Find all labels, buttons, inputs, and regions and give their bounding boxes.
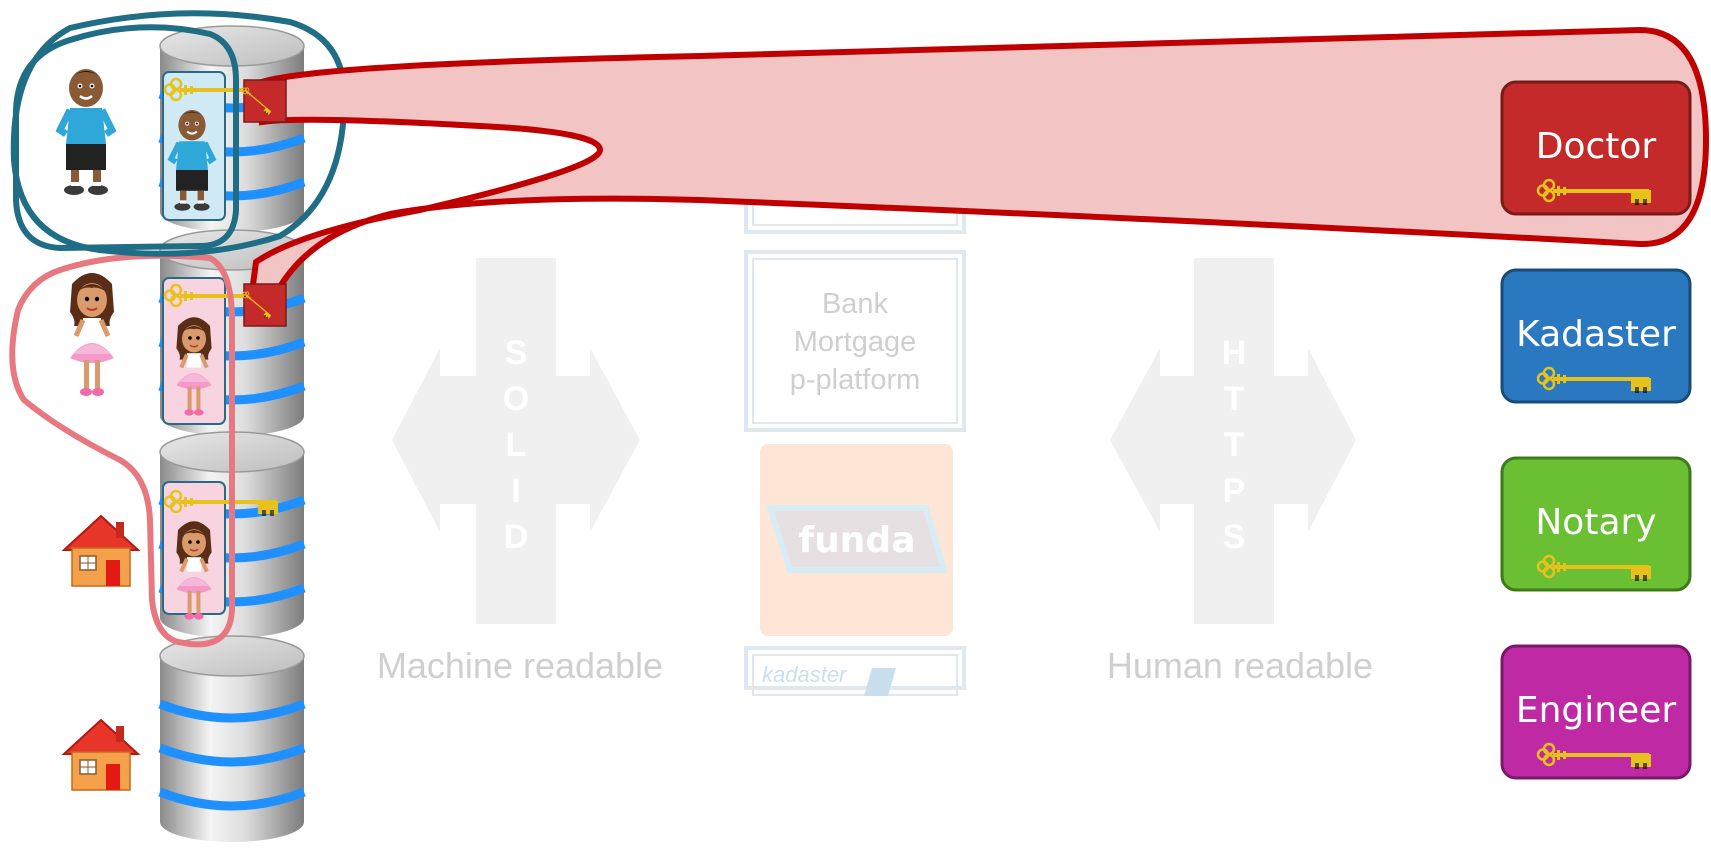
bank-line: Bank (822, 288, 889, 320)
arrow-letter: D (504, 518, 529, 556)
role-notary-button[interactable]: Notary (1502, 458, 1690, 590)
arrow-letter: P (1223, 472, 1246, 510)
funda-logo: funda (799, 520, 916, 561)
machine-readable-label: Machine readable (377, 645, 663, 686)
arrow-letter: L (506, 426, 527, 464)
https-letters: H T T P S (1222, 334, 1247, 556)
role-label: Doctor (1536, 126, 1657, 167)
red-key-badge (240, 284, 286, 326)
doctor-access-band (252, 30, 1706, 312)
kadaster-logo: kadaster (762, 662, 848, 687)
arrow-letter: T (1224, 426, 1245, 464)
role-doctor-button[interactable]: Doctor (1502, 82, 1690, 214)
solid-letters: S O L I D (503, 334, 529, 556)
girl-avatar (70, 273, 114, 396)
human-readable-label: Human readable (1107, 645, 1373, 686)
boy-avatar (60, 69, 112, 195)
role-label: Engineer (1516, 690, 1677, 731)
role-engineer-button[interactable]: Engineer (1502, 646, 1690, 778)
kadaster-box: kadaster (746, 648, 964, 696)
arrow-letter: O (503, 380, 529, 418)
red-key-badge (240, 80, 286, 122)
left-solid-arrow: S O L I D Machine readable (377, 258, 663, 686)
database-icon (160, 636, 304, 842)
bank-line: Mortgage (794, 326, 917, 358)
arrow-letter: S (1223, 518, 1246, 556)
role-kadaster-button[interactable]: Kadaster (1502, 270, 1690, 402)
arrow-letter: S (505, 334, 528, 372)
right-https-arrow: H T T P S Human readable (1107, 258, 1373, 686)
house-icon (64, 720, 138, 790)
center-column: Bank Mortgage p-platform funda kadaster (740, 150, 970, 726)
role-label: Notary (1535, 502, 1656, 543)
bank-box: Bank Mortgage p-platform (746, 252, 964, 430)
role-label: Kadaster (1516, 314, 1676, 355)
bank-line: p-platform (790, 364, 921, 396)
arrow-letter: H (1222, 334, 1247, 372)
house-icon (64, 516, 138, 586)
funda-box: funda (760, 444, 953, 636)
arrow-letter: T (1224, 380, 1245, 418)
arrow-letter: I (511, 472, 520, 510)
